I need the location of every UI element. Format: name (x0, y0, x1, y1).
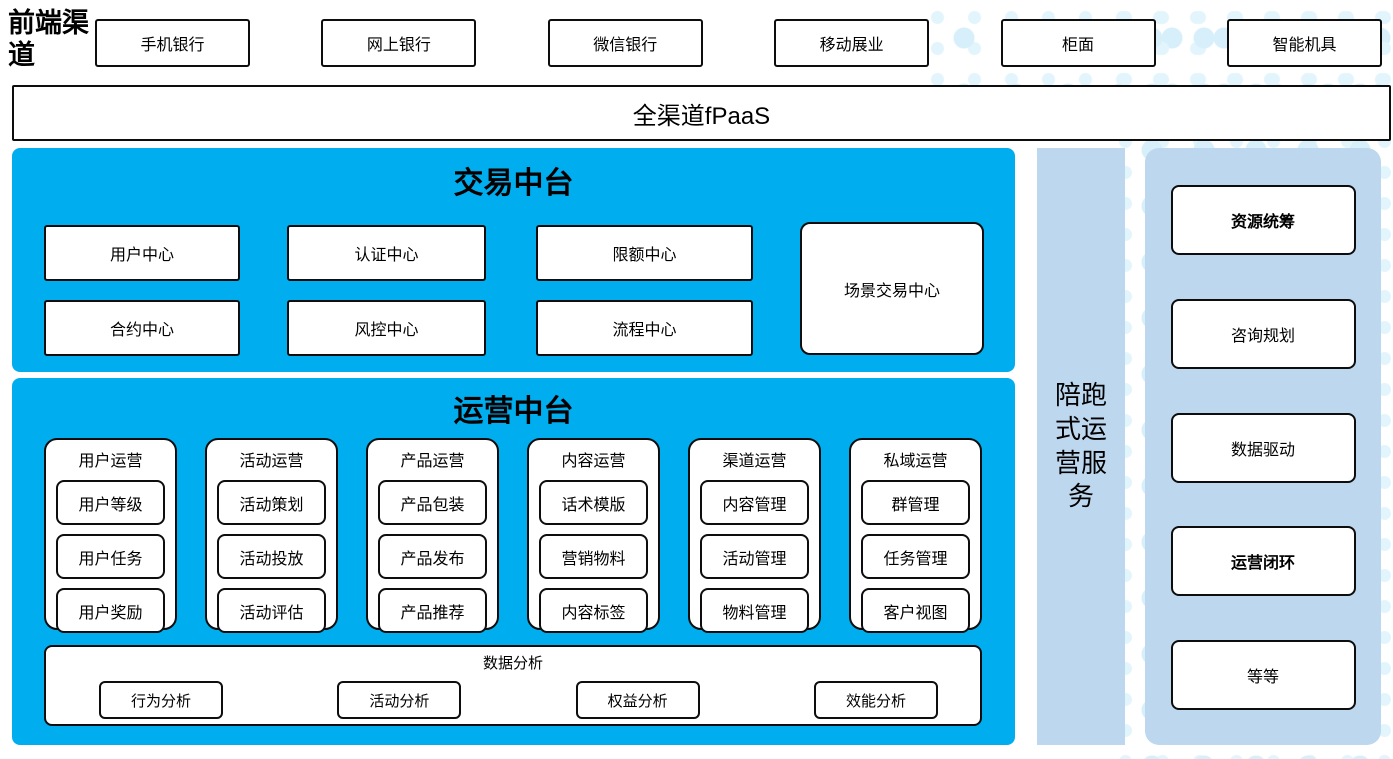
op-column-title: 产品运营 (400, 453, 465, 470)
service-box-resource-coordination: 资源统筹 (1170, 185, 1356, 255)
op-item: 活动投放 (217, 534, 326, 579)
op-item: 话术模版 (539, 480, 648, 525)
op-item: 活动管理 (700, 534, 809, 579)
fpaas-bar: 全渠道fPaaS (12, 85, 1391, 141)
service-box-consulting-planning: 咨询规划 (1170, 298, 1356, 369)
op-column-title: 用户运营 (78, 453, 143, 470)
operation-columns: 用户运营 用户等级 用户任务 用户奖励 活动运营 活动策划 活动投放 活动评估 … (44, 438, 982, 633)
analysis-item-activity: 活动分析 (337, 681, 462, 719)
trade-platform-panel: 交易中台 用户中心 认证中心 限额中心 合约中心 风控中心 流程中心 场景交易中… (12, 148, 1015, 372)
op-item: 产品推荐 (378, 588, 487, 633)
op-item: 用户等级 (56, 480, 165, 525)
op-item: 活动评估 (217, 588, 326, 633)
op-column-title: 私域运营 (883, 453, 948, 470)
service-box-operation-loop: 运营闭环 (1170, 526, 1356, 597)
channel-row: 手机银行 网上银行 微信银行 移动展业 柜面 智能机具 (95, 19, 1382, 67)
op-item: 内容管理 (700, 480, 809, 525)
scene-trade-center-box: 场景交易中心 (800, 222, 984, 355)
op-item: 内容标签 (539, 588, 648, 633)
operation-platform-title: 运营中台 (453, 395, 574, 428)
op-item: 用户任务 (56, 534, 165, 579)
op-item: 营销物料 (539, 534, 648, 579)
op-column-channel: 渠道运营 内容管理 活动管理 物料管理 (688, 438, 821, 633)
op-column-private-domain: 私域运营 群管理 任务管理 客户视图 (849, 438, 982, 633)
operation-platform-panel: 运营中台 用户运营 用户等级 用户任务 用户奖励 活动运营 活动策划 活动投放 … (12, 378, 1015, 745)
op-item: 产品包装 (378, 480, 487, 525)
analysis-item-efficiency: 效能分析 (813, 681, 938, 719)
op-column-title: 内容运营 (561, 453, 626, 470)
op-item: 产品发布 (378, 534, 487, 579)
auth-center-box: 认证中心 (287, 225, 486, 281)
op-column-product: 产品运营 产品包装 产品发布 产品推荐 (366, 438, 499, 633)
op-item: 任务管理 (861, 534, 970, 579)
process-center-box: 流程中心 (536, 300, 753, 356)
limit-center-box: 限额中心 (536, 225, 753, 281)
op-column-activity: 活动运营 活动策划 活动投放 活动评估 (205, 438, 338, 633)
channel-box-wechat-banking: 微信银行 (547, 19, 703, 67)
op-item: 客户视图 (861, 588, 970, 633)
channel-box-smart-machines: 智能机具 (1226, 19, 1382, 67)
op-item: 物料管理 (700, 588, 809, 633)
service-box-data-driven: 数据驱动 (1170, 412, 1356, 483)
right-service-panel: 资源统筹 咨询规划 数据驱动 运营闭环 等等 (1145, 148, 1381, 745)
data-analysis-title: 数据分析 (482, 655, 543, 672)
channel-box-mobile-sales: 移动展业 (774, 19, 930, 67)
op-item: 群管理 (861, 480, 970, 525)
analysis-item-benefit: 权益分析 (575, 681, 700, 719)
service-box-etc: 等等 (1170, 640, 1356, 710)
side-service-bar: 陪跑式运营服务 (1037, 148, 1125, 745)
trade-platform-title: 交易中台 (453, 167, 574, 200)
op-column-title: 渠道运营 (722, 453, 787, 470)
op-item: 用户奖励 (56, 588, 165, 633)
channel-box-counter: 柜面 (1000, 19, 1156, 67)
user-center-box: 用户中心 (44, 225, 240, 281)
data-analysis-box: 数据分析 行为分析 活动分析 权益分析 效能分析 (44, 645, 982, 726)
channel-box-mobile-banking: 手机银行 (95, 19, 250, 67)
op-item: 活动策划 (217, 480, 326, 525)
analysis-item-behavior: 行为分析 (99, 681, 223, 719)
op-column-title: 活动运营 (239, 453, 304, 470)
front-channel-label: 前端渠道 (8, 8, 89, 70)
channel-box-online-banking: 网上银行 (321, 19, 477, 67)
side-service-label: 陪跑式运营服务 (1054, 379, 1107, 512)
risk-center-box: 风控中心 (287, 300, 486, 356)
op-column-content: 内容运营 话术模版 营销物料 内容标签 (527, 438, 660, 633)
data-analysis-row: 行为分析 活动分析 权益分析 效能分析 (99, 681, 938, 719)
op-column-user: 用户运营 用户等级 用户任务 用户奖励 (44, 438, 177, 633)
contract-center-box: 合约中心 (44, 300, 240, 356)
